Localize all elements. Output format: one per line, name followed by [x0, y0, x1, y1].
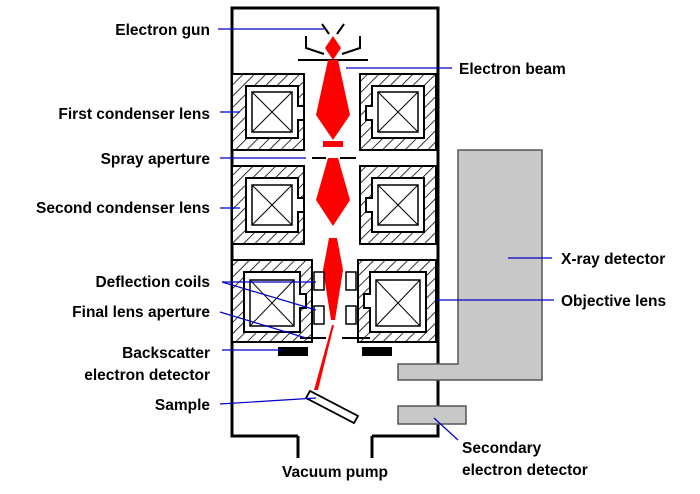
- second-condenser-lens: [231, 165, 437, 245]
- objective-left-coil: [231, 259, 313, 343]
- first-condenser-left-coil: [231, 73, 305, 151]
- label-xray-detector: X-ray detector: [561, 251, 665, 268]
- first-condenser-right-coil: [359, 73, 437, 151]
- objective-lens-block: [231, 259, 437, 343]
- second-condenser-right-coil: [359, 165, 437, 245]
- backscatter-detector-left: [278, 347, 308, 356]
- second-condenser-left-coil: [231, 165, 305, 245]
- label-sample: Sample: [155, 397, 211, 414]
- label-deflection-coils: Deflection coils: [95, 274, 210, 291]
- label-second-condenser-lens: Second condenser lens: [36, 200, 210, 217]
- first-condenser-lens: [231, 73, 437, 151]
- label-backscatter-line2: electron detector: [84, 367, 210, 384]
- label-vacuum-pump: Vacuum pump: [282, 464, 388, 481]
- label-first-condenser-lens: First condenser lens: [58, 106, 210, 123]
- electron-gun: [298, 23, 368, 61]
- label-electron-beam: Electron beam: [459, 61, 566, 78]
- backscatter-detector-right: [362, 347, 392, 356]
- deflection-coils: [313, 271, 357, 325]
- objective-right-coil: [357, 259, 437, 343]
- secondary-electron-detector: [397, 405, 467, 425]
- column-housing: [230, 6, 440, 438]
- leader-lines: [218, 28, 554, 441]
- electron-beam: [314, 36, 350, 390]
- xray-detector: [397, 149, 543, 381]
- label-final-lens-aperture: Final lens aperture: [72, 304, 210, 321]
- label-backscatter-line1: Backscatter: [122, 345, 210, 362]
- sample: [304, 389, 360, 425]
- label-secondary-line2: electron detector: [462, 462, 588, 479]
- label-spray-aperture: Spray aperture: [101, 151, 211, 168]
- label-electron-gun: Electron gun: [115, 22, 210, 39]
- label-secondary-line1: Secondary: [462, 440, 542, 457]
- label-objective-lens: Objective lens: [561, 293, 666, 310]
